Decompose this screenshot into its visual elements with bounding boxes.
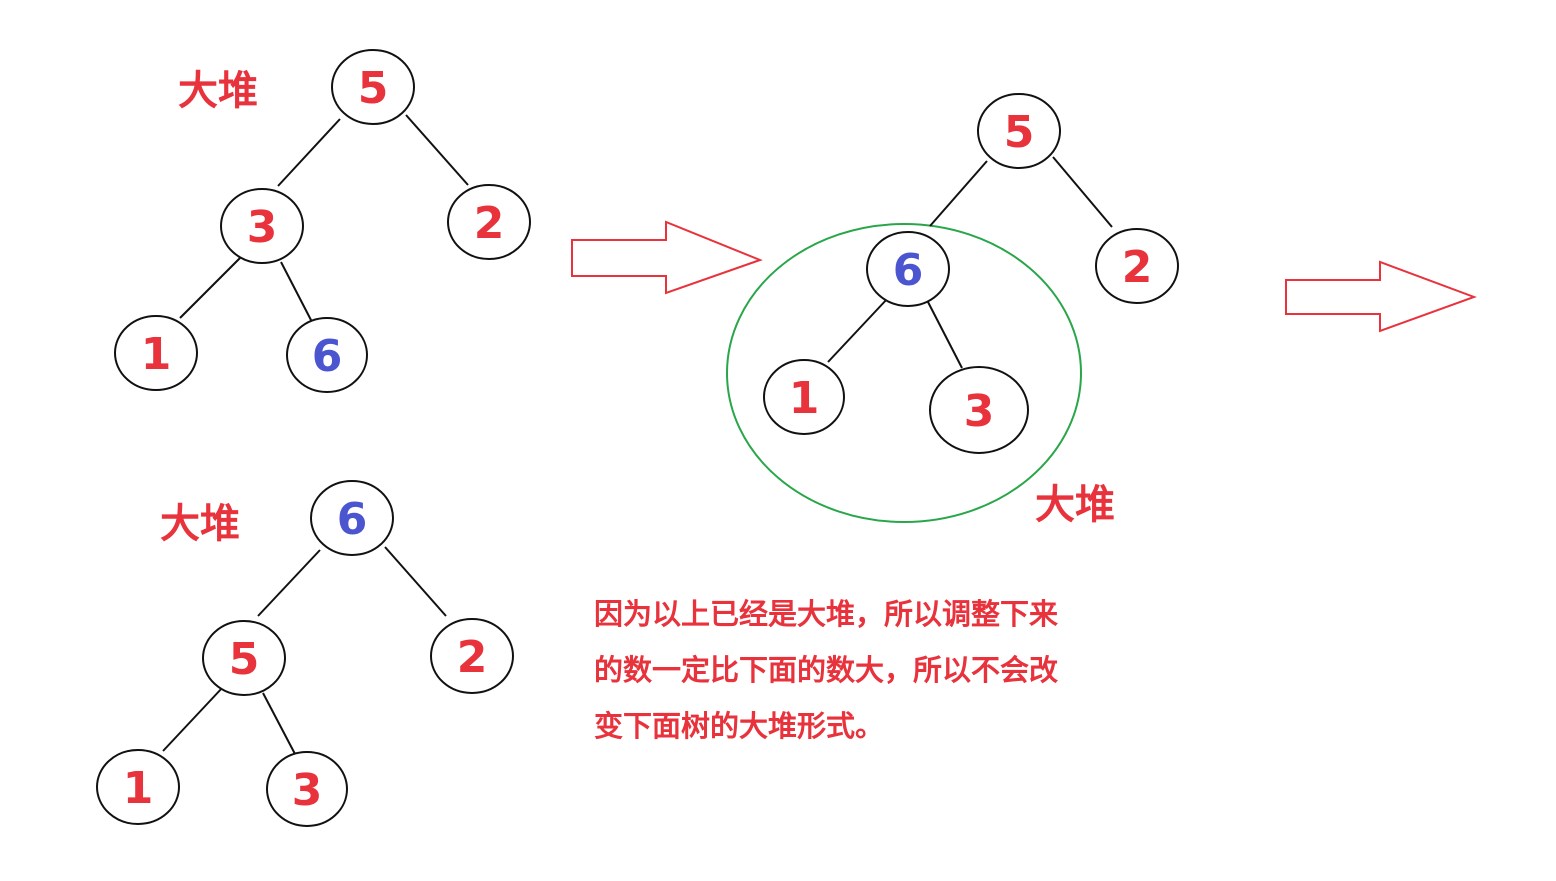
- subtree-highlight-ellipse: [726, 223, 1082, 523]
- node-circle: [1095, 228, 1179, 304]
- heap-label-bottom-left: 大堆: [160, 501, 240, 547]
- node-value: 5: [1004, 107, 1035, 158]
- tree-node-top-left-root: 5: [331, 49, 415, 125]
- node-value: 3: [247, 202, 278, 253]
- tree-edge-top-left-3: [179, 256, 242, 319]
- arrow-right-2: [1285, 260, 1477, 333]
- tree-edge-bottom-left-2: [384, 546, 447, 617]
- tree-node-middle-right: 2: [1095, 228, 1179, 304]
- tree-edge-bottom-left-1: [257, 549, 321, 617]
- node-value: 2: [457, 632, 488, 683]
- node-circle: [220, 188, 304, 264]
- node-circle: [114, 315, 198, 391]
- note-line-1: 因为以上已经是大堆，所以调整下来: [594, 597, 1059, 631]
- tree-node-middle-left-right: 3: [929, 366, 1029, 454]
- node-circle: [202, 620, 286, 696]
- tree-node-bottom-left-right: 2: [430, 618, 514, 694]
- tree-node-bottom-left-left-right: 3: [266, 751, 348, 827]
- tree-edge-bottom-left-3: [162, 686, 224, 752]
- node-circle: [96, 749, 180, 825]
- node-value: 6: [893, 245, 924, 296]
- heap-label-top-left: 大堆: [178, 68, 258, 114]
- arrow-right-1: [571, 220, 763, 295]
- node-value: 5: [358, 63, 389, 114]
- node-value: 2: [1122, 242, 1153, 293]
- node-circle: [331, 49, 415, 125]
- node-circle: [929, 366, 1029, 454]
- node-circle: [310, 480, 394, 556]
- node-value: 2: [474, 198, 505, 249]
- node-value: 1: [123, 763, 154, 814]
- tree-node-bottom-left-left-left: 1: [96, 749, 180, 825]
- node-value: 1: [789, 373, 820, 424]
- node-circle: [763, 359, 845, 435]
- node-circle: [977, 93, 1061, 169]
- tree-edge-middle-3: [827, 297, 889, 363]
- tree-edge-top-left-1: [277, 118, 341, 187]
- tree-edge-top-left-2: [405, 114, 469, 186]
- node-circle: [447, 184, 531, 260]
- tree-node-top-left-left-left: 1: [114, 315, 198, 391]
- node-value: 6: [337, 494, 368, 545]
- node-value: 1: [141, 329, 172, 380]
- node-circle: [286, 317, 368, 393]
- tree-edge-bottom-left-4: [262, 692, 296, 755]
- node-value: 6: [312, 331, 343, 382]
- tree-edge-middle-2: [1052, 156, 1113, 228]
- tree-node-middle-left-left: 1: [763, 359, 845, 435]
- node-circle: [866, 231, 950, 307]
- tree-node-middle-left: 6: [866, 231, 950, 307]
- node-circle: [430, 618, 514, 694]
- tree-node-bottom-left-left: 5: [202, 620, 286, 696]
- tree-node-top-left-right: 2: [447, 184, 531, 260]
- tree-node-top-left-left: 3: [220, 188, 304, 264]
- explanation-note: 因为以上已经是大堆，所以调整下来 的数一定比下面的数大，所以不会改 变下面树的大…: [594, 586, 1174, 754]
- tree-node-top-left-left-right: 6: [286, 317, 368, 393]
- node-value: 5: [229, 634, 260, 685]
- tree-node-bottom-left-root: 6: [310, 480, 394, 556]
- node-value: 3: [292, 765, 323, 816]
- tree-edge-middle-4: [927, 301, 963, 369]
- tree-node-middle-root: 5: [977, 93, 1061, 169]
- tree-edge-top-left-4: [280, 261, 313, 323]
- note-line-3: 变下面树的大堆形式。: [594, 709, 885, 743]
- heap-label-middle: 大堆: [1035, 482, 1115, 528]
- tree-edge-middle-1: [929, 160, 988, 227]
- note-line-2: 的数一定比下面的数大，所以不会改: [594, 653, 1059, 687]
- node-value: 3: [964, 386, 995, 437]
- node-circle: [266, 751, 348, 827]
